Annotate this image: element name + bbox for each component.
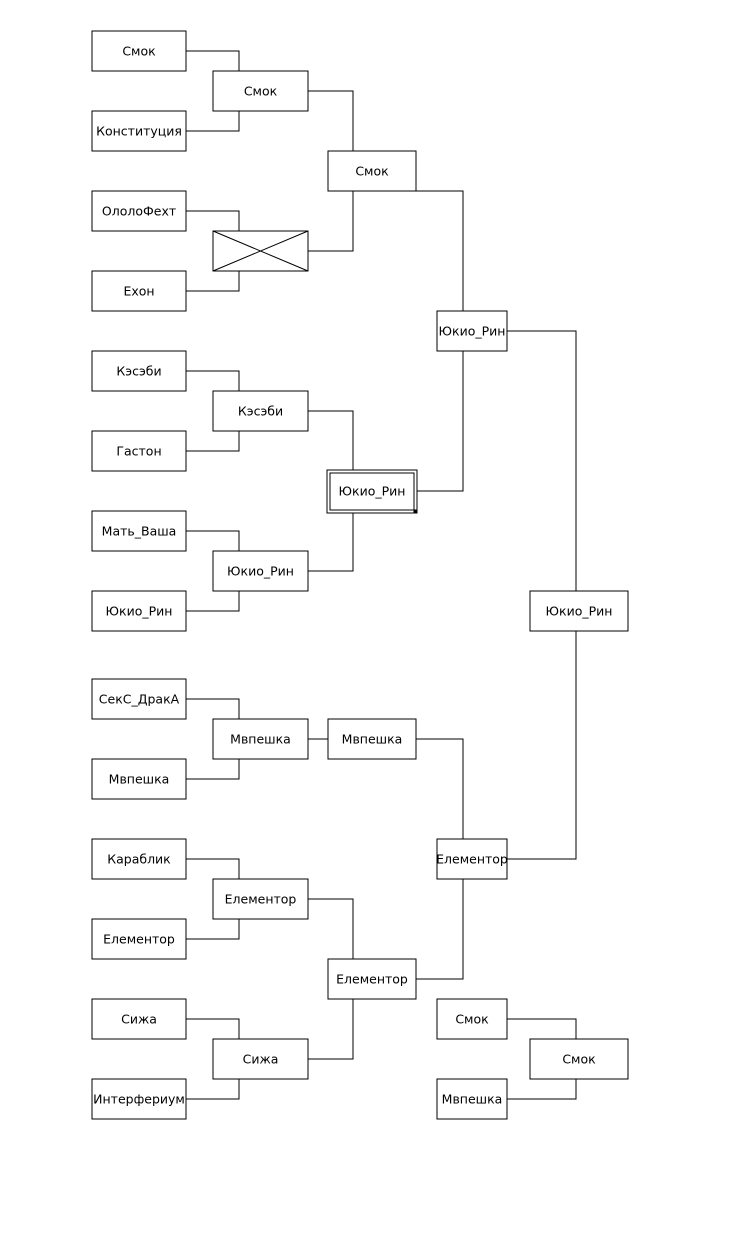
connector-line — [416, 738, 464, 980]
match-box: ОлолоФехт — [91, 190, 187, 232]
match-box: Смок — [91, 30, 187, 72]
player-name: Караблик — [107, 852, 171, 867]
round-3: Смок Юкио_Рин Мвпешка Елементор — [326, 150, 418, 1000]
champion-name: Юкио_Рин — [546, 604, 613, 619]
round-1: Смок Конституция ОлолоФехт Ехон Кэсэби Г… — [91, 30, 187, 1120]
match-box: Елементор — [91, 918, 187, 960]
player-name: Смок — [455, 1012, 489, 1027]
match-box: Елементор — [436, 838, 508, 880]
match-box: Елементор — [212, 878, 309, 920]
player-name: Смок — [355, 164, 389, 179]
champion-box: Юкио_Рин — [529, 590, 629, 632]
third-place-match: Смок Мвпешка Смок — [436, 998, 629, 1120]
match-box: Кэсэби — [91, 350, 187, 392]
connector-line — [308, 898, 354, 1060]
match-box: Смок — [436, 998, 508, 1040]
player-name: Юкио_Рин — [339, 484, 406, 499]
bracket-connectors — [186, 50, 577, 1100]
match-box: Сижа — [91, 998, 187, 1040]
connector-line — [308, 90, 354, 252]
match-box: Юкио_Рин — [212, 550, 309, 592]
player-name: Елементор — [336, 972, 408, 987]
match-box: Мвпешка — [91, 758, 187, 800]
player-name: Мвпешка — [230, 732, 291, 747]
connector-line — [186, 858, 240, 940]
connector-line — [186, 370, 240, 452]
player-name: Юкио_Рин — [106, 604, 173, 619]
player-name: Конституция — [96, 124, 182, 139]
resize-handle — [413, 509, 418, 514]
connector-line — [186, 530, 240, 612]
match-box: Елементор — [327, 958, 417, 1000]
selected-match-box: Юкио_Рин — [326, 469, 418, 514]
placeholder-box — [212, 230, 309, 272]
round-2: Смок Кэсэби Юкио_Рин Мвпешка Елементор С… — [212, 70, 309, 1080]
player-name: Мвпешка — [109, 772, 170, 787]
connector-line — [308, 410, 354, 572]
player-name: Елементор — [225, 892, 297, 907]
connector-line — [507, 330, 577, 860]
connector-line — [186, 1018, 240, 1100]
match-box: Ехон — [91, 270, 187, 312]
match-box: Конституция — [91, 110, 187, 152]
player-name: Кэсэби — [238, 404, 283, 419]
match-box: Кэсэби — [212, 390, 309, 432]
player-name: Мать_Ваша — [102, 524, 177, 539]
match-box: Мвпешка — [436, 1078, 508, 1120]
match-box: Интерфериум — [91, 1078, 187, 1120]
match-box: Гастон — [91, 430, 187, 472]
final-round: Юкио_Рин — [529, 590, 629, 632]
player-name: Ехон — [123, 284, 154, 299]
player-name: Мвпешка — [442, 1092, 503, 1107]
player-name: СекС_ДракА — [99, 692, 180, 707]
player-name: Интерфериум — [93, 1092, 185, 1107]
match-box: Мвпешка — [212, 718, 309, 760]
match-box: Юкио_Рин — [436, 310, 508, 352]
player-name: Елементор — [103, 932, 175, 947]
player-name: Смок — [562, 1052, 596, 1067]
cross-mark — [212, 230, 309, 272]
player-name: Мвпешка — [342, 732, 403, 747]
player-name: ОлолоФехт — [102, 204, 176, 219]
player-name: Смок — [122, 44, 156, 59]
player-name: Сижа — [243, 1052, 279, 1067]
connector-line — [186, 50, 240, 132]
match-box: Смок — [529, 1038, 629, 1080]
player-name: Кэсэби — [116, 364, 161, 379]
match-box: Сижа — [212, 1038, 309, 1080]
match-box: Смок — [327, 150, 417, 192]
match-box: Юкио_Рин — [91, 590, 187, 632]
connector-line — [186, 698, 240, 780]
connector-line — [186, 210, 240, 292]
match-box: Мвпешка — [327, 718, 417, 760]
player-name: Гастон — [116, 444, 161, 459]
connector-line — [416, 190, 464, 492]
round-4: Юкио_Рин Елементор — [436, 310, 508, 880]
match-box: Караблик — [91, 838, 187, 880]
player-name: Юкио_Рин — [227, 564, 294, 579]
player-name: Смок — [244, 84, 278, 99]
match-box: Мать_Ваша — [91, 510, 187, 552]
player-name: Елементор — [436, 852, 508, 867]
player-name: Сижа — [121, 1012, 157, 1027]
connector-line — [507, 1018, 577, 1100]
match-box: СекС_ДракА — [91, 678, 187, 720]
player-name: Юкио_Рин — [439, 324, 506, 339]
match-box: Смок — [212, 70, 309, 112]
